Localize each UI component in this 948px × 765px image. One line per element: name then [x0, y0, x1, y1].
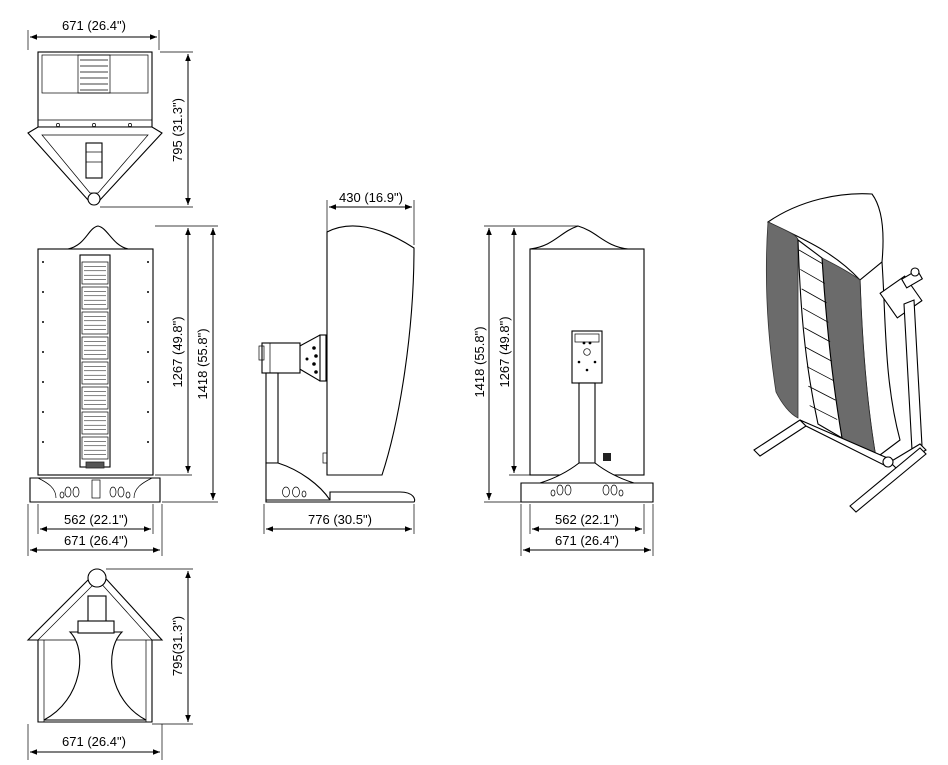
rear-outer-width-label: 671 (26.4") [555, 533, 619, 548]
front-array-module [81, 311, 109, 335]
iso-left-grille [766, 221, 799, 419]
iso-array-module [802, 307, 829, 323]
side-pole [265, 372, 279, 464]
side-base-depth-label: 776 (30.5") [308, 512, 372, 527]
rear-pole [578, 382, 596, 464]
bottom-view: 795(31.3") 671 (26.4") [26, 568, 193, 760]
iso-foot-right [849, 447, 927, 513]
side-bracket-holes [305, 346, 318, 374]
rear-inner-width-label: 562 (22.1") [555, 512, 619, 527]
front-top-cap [67, 225, 129, 250]
front-base [29, 477, 161, 503]
front-array-module [81, 386, 109, 410]
iso-array-module [805, 346, 833, 362]
front-center-array [79, 254, 111, 468]
rear-view: 1418 (55.8") 1267 (49.8") 562 (22.1") 67… [472, 225, 654, 556]
rear-plate-holes [577, 341, 597, 372]
front-view: 1267 (49.8") 1418 (55.8") 562 (22.1") 67… [27, 225, 218, 556]
rear-mount-plate [571, 330, 603, 384]
rear-top-cap [529, 225, 629, 250]
top-width-label: 671 (26.4") [62, 18, 126, 33]
iso-array-module [801, 288, 827, 304]
front-body-height-label: 1267 (49.8") [170, 316, 185, 387]
iso-pole [903, 299, 923, 451]
iso-array-module [804, 327, 831, 343]
top-view-cabinet [37, 51, 153, 128]
bottom-width-label: 671 (26.4") [62, 734, 126, 749]
rear-connector [603, 453, 611, 461]
iso-array-module [808, 385, 836, 401]
iso-array-module [809, 405, 838, 420]
bottom-horn [43, 631, 147, 721]
side-view: 430 (16.9") 776 (30.5") [258, 190, 416, 534]
iso-array-module [800, 269, 825, 284]
front-inner-width-label: 562 (22.1") [64, 512, 128, 527]
front-badge [85, 461, 105, 469]
iso-foot-left [753, 419, 807, 457]
iso-array-module [806, 366, 834, 382]
front-outer-width-label: 671 (26.4") [64, 533, 128, 548]
front-array-module [81, 436, 109, 460]
rear-base [520, 482, 654, 503]
iso-array-modules [798, 249, 838, 420]
front-array-module [81, 286, 109, 310]
bottom-depth-label: 795(31.3") [170, 616, 185, 676]
side-top-depth-label: 430 (16.9") [339, 190, 403, 205]
front-array-module [81, 336, 109, 360]
side-base-foot [265, 462, 332, 501]
top-view-pivot [87, 192, 101, 206]
iso-top-cap [766, 193, 884, 281]
side-base-plate [265, 491, 416, 503]
top-view-array-stack [80, 59, 108, 91]
rear-body-height-label: 1267 (49.8") [497, 316, 512, 387]
iso-array-module [798, 249, 824, 265]
side-handle [322, 452, 328, 464]
side-cabinet [326, 225, 415, 476]
isometric-view [753, 193, 927, 513]
front-array-module [81, 411, 109, 435]
rear-total-height-label: 1418 (55.8") [472, 326, 487, 397]
front-array-modules [81, 261, 109, 460]
front-array-module [81, 361, 109, 385]
front-array-module [81, 261, 109, 285]
top-view: 671 (26.4") 795 (31.3") [27, 18, 193, 208]
front-panel-rivets [42, 261, 149, 443]
bottom-pivot [87, 568, 107, 588]
side-pole-arm [261, 342, 301, 374]
top-depth-label: 795 (31.3") [170, 98, 185, 162]
front-total-height-label: 1418 (55.8") [195, 328, 210, 399]
